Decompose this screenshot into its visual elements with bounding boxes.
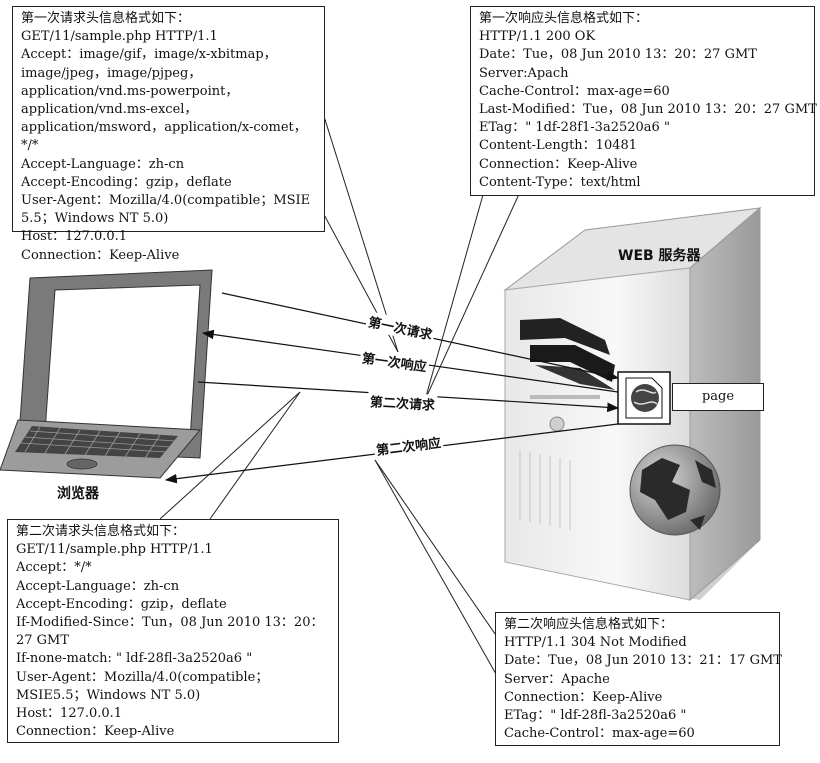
request2-line: If-none-match: " ldf-28fl-3a2520a6 " <box>16 651 253 667</box>
request1-title: 第一次请求头信息格式如下： <box>21 11 191 26</box>
request1-line: GET/11/sample.php HTTP/1.1 <box>21 29 218 45</box>
response1-header-box: 第一次响应头信息格式如下： HTTP/1.1 200 OK Date：Tue，0… <box>470 6 817 196</box>
response1-line: ETag：" 1df-28f1-3a2520a6 " <box>479 120 670 136</box>
globe-icon <box>629 444 721 536</box>
browser-label: 浏览器 <box>57 486 99 502</box>
response2-header-box: 第二次响应头信息格式如下： HTTP/1.1 304 Not Modified … <box>495 612 782 746</box>
response2-line: Server：Apache <box>504 671 610 687</box>
request1-line: Host：127.0.0.1 <box>21 229 128 245</box>
server-label: WEB 服务器 <box>618 248 701 264</box>
response2-line: HTTP/1.1 304 Not Modified <box>504 635 687 651</box>
response1-line: HTTP/1.1 200 OK <box>479 29 596 45</box>
response1-line: Server:Apach <box>479 65 569 81</box>
response1-title: 第一次响应头信息格式如下： <box>479 11 649 26</box>
request2-header-box: 第二次请求头信息格式如下： GET/11/sample.php HTTP/1.1… <box>7 519 339 743</box>
response1-line: Date：Tue，08 Jun 2010 13：20：27 GMT <box>479 47 757 63</box>
response2-line: ETag：" ldf-28fl-3a2520a6 " <box>504 708 687 724</box>
request2-title: 第二次请求头信息格式如下： <box>16 524 186 539</box>
response1-line: Last-Modified：Tue，08 Jun 2010 13：20：27 G… <box>479 102 817 118</box>
page-label: page <box>672 383 764 411</box>
request1-header-box: 第一次请求头信息格式如下： GET/11/sample.php HTTP/1.1… <box>12 6 325 263</box>
request2-line: Accept-Language：zh-cn <box>16 578 180 594</box>
request2-line: User-Agent：Mozilla/4.0(compatible；MSIE5.… <box>16 669 269 703</box>
response2-line: Connection：Keep-Alive <box>504 689 663 705</box>
response1-line: Content-Type：text/html <box>479 174 641 190</box>
request1-line: Accept：image/gif，image/x-xbitmap，image/j… <box>21 47 307 154</box>
response2-line: Date：Tue，08 Jun 2010 13：21：17 GMT <box>504 653 782 669</box>
request1-line: Connection：Keep-Alive <box>21 247 180 263</box>
response1-line: Cache-Control：max-age=60 <box>479 83 670 99</box>
response1-line: Content-Length：10481 <box>479 138 638 154</box>
request2-line: Connection：Keep-Alive <box>16 724 175 740</box>
response2-title: 第二次响应头信息格式如下： <box>504 617 674 632</box>
request2-label: 第二次请求 <box>367 391 438 414</box>
request1-line: User-Agent：Mozilla/4.0(compatible；MSIE 5… <box>21 193 311 227</box>
request2-line: Accept：*/* <box>16 560 92 576</box>
request1-line: Accept-Encoding：gzip，deflate <box>21 174 232 190</box>
request2-line: If-Modified-Since：Tun，08 Jun 2010 13：20：… <box>16 615 324 649</box>
response1-line: Connection：Keep-Alive <box>479 156 638 172</box>
response2-line: Cache-Control：max-age=60 <box>504 726 695 742</box>
request2-line: Host：127.0.0.1 <box>16 706 123 722</box>
page-file-icon <box>617 371 671 425</box>
request2-line: GET/11/sample.php HTTP/1.1 <box>16 542 213 558</box>
request2-line: Accept-Encoding：gzip，deflate <box>16 596 227 612</box>
request1-line: Accept-Language：zh-cn <box>21 156 185 172</box>
laptop-illustration <box>0 269 213 479</box>
